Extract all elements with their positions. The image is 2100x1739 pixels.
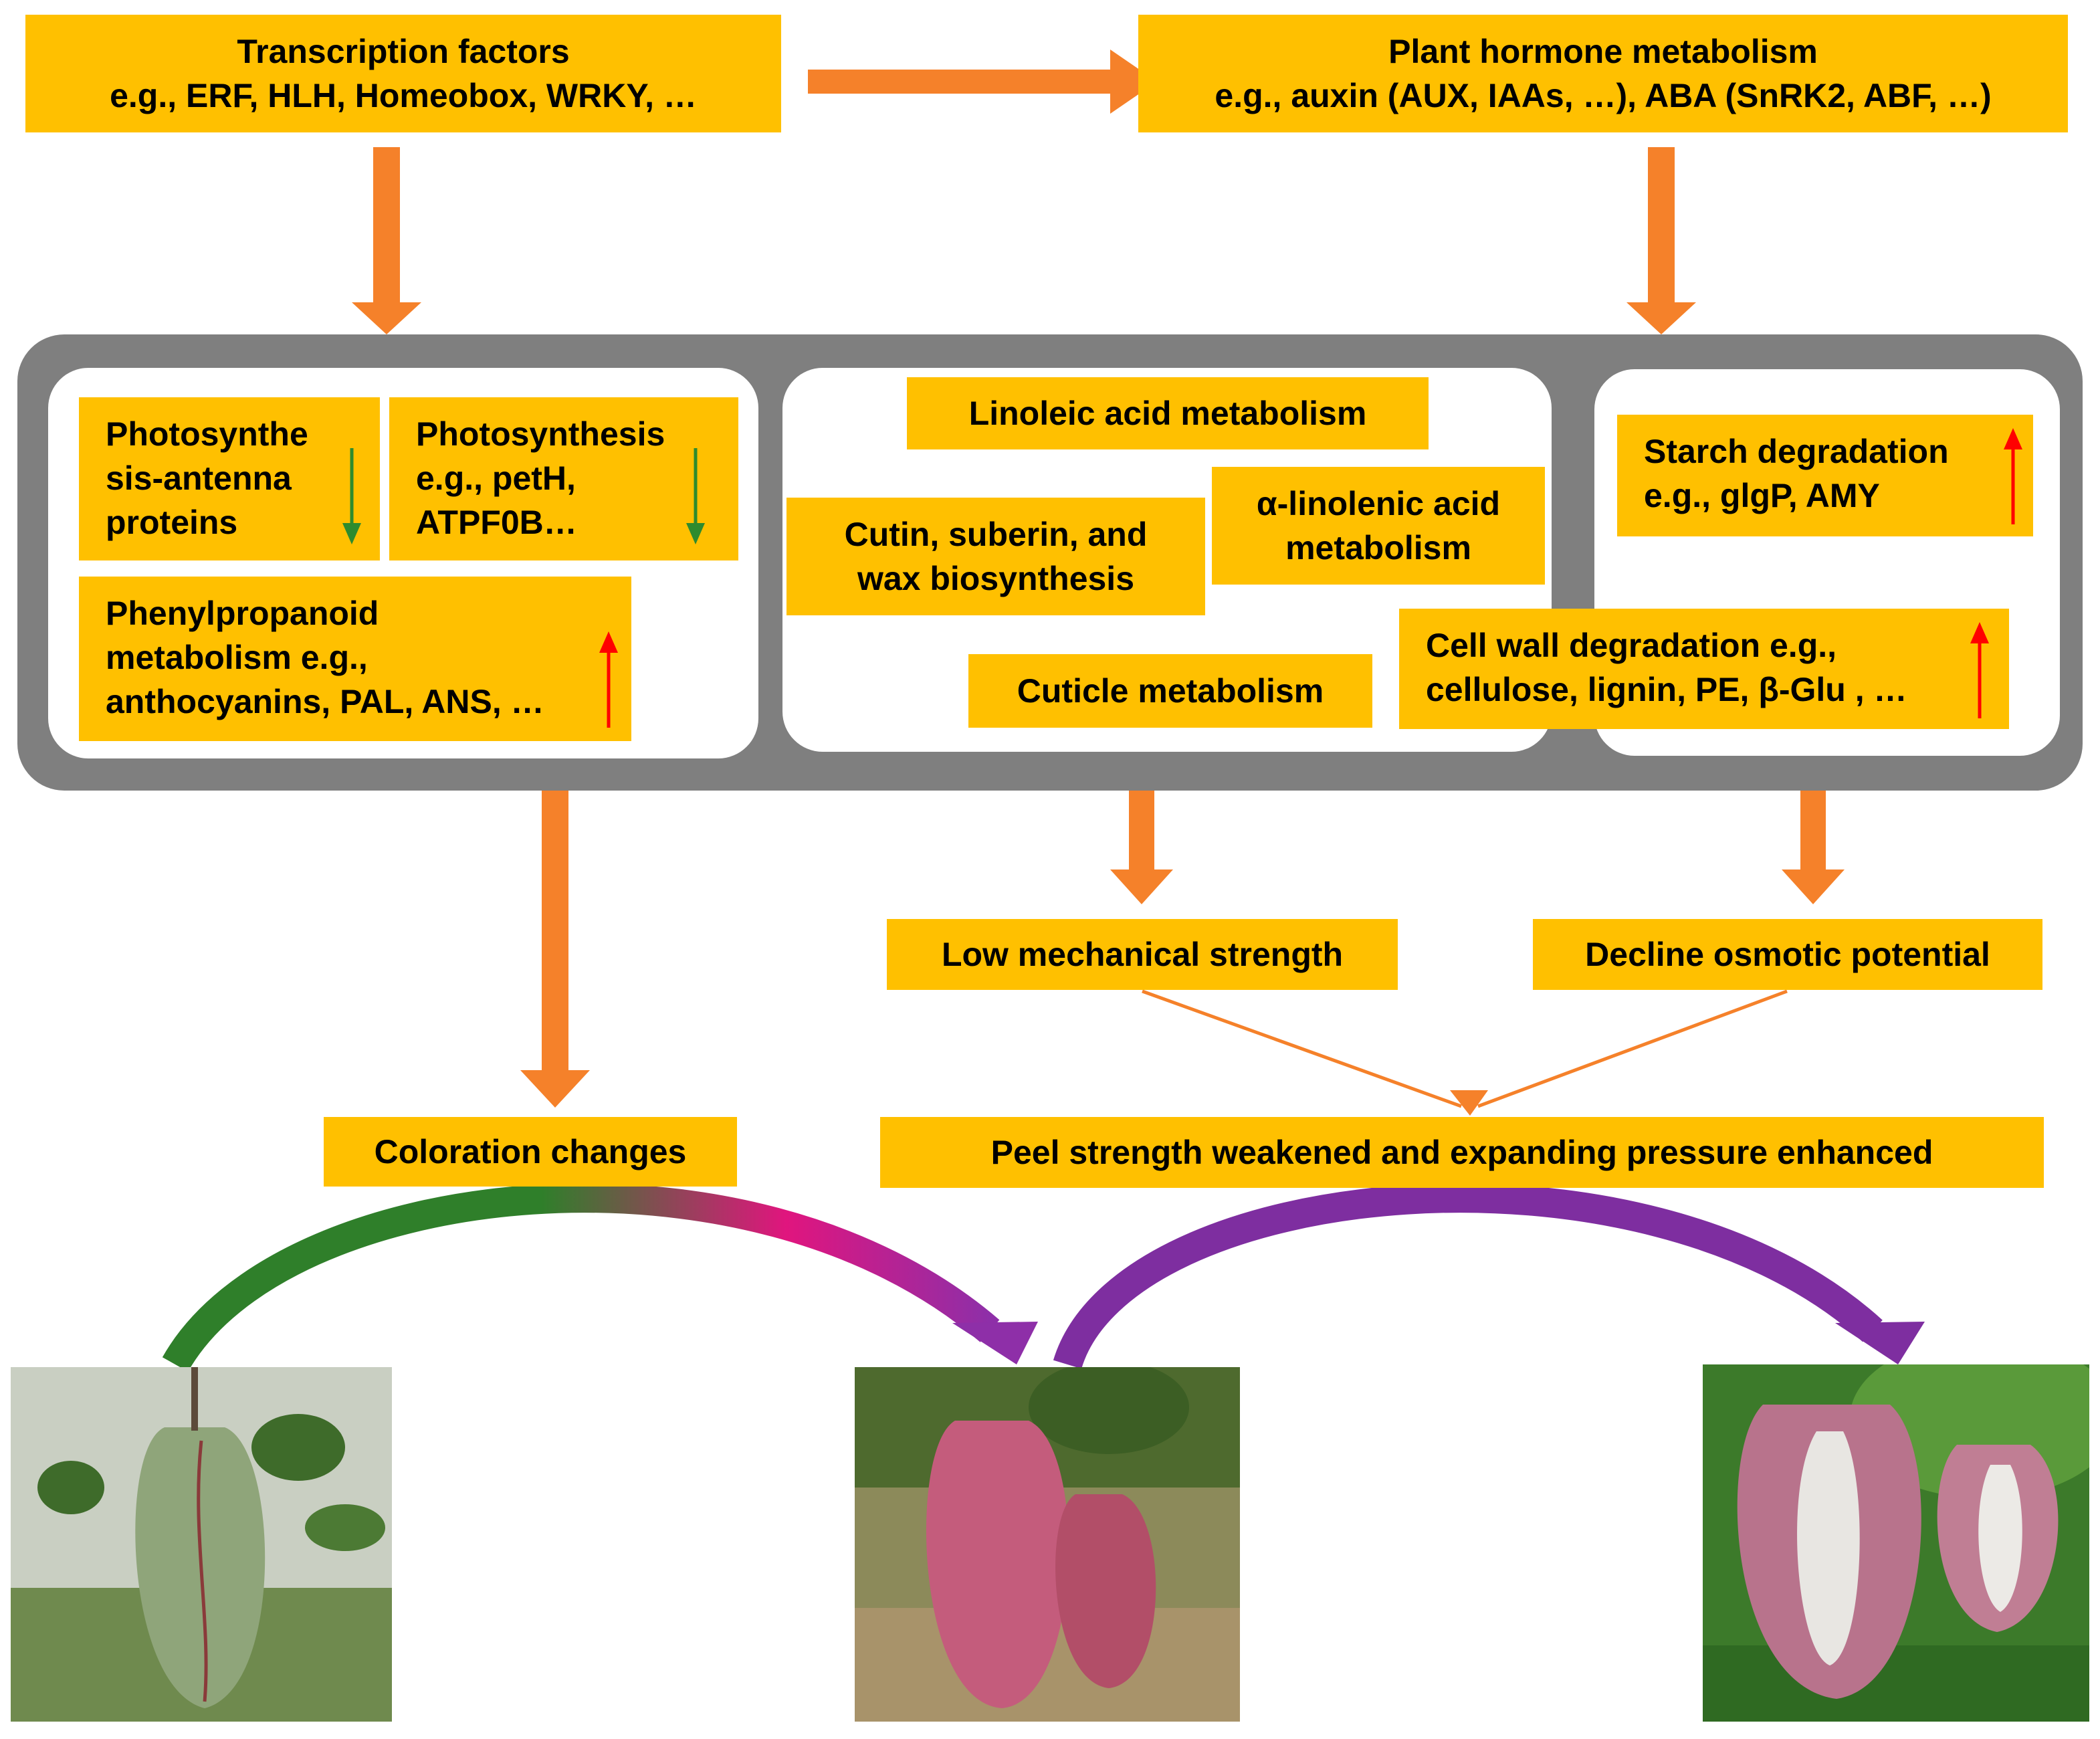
box-cell-wall-degradation: Cell wall degradation e.g., cellulose, l… [1399,609,2009,729]
hormone-examples: e.g., auxin (AUX, IAAs, …), ABA (SnRK2, … [1215,77,1992,114]
up-arrow-icon [2004,428,2022,524]
up-arrow-icon [1970,622,1989,718]
box-transcription-factors: Transcription factors e.g., ERF, HLH, Ho… [25,15,781,132]
osmotic-label: Decline osmotic potential [1585,936,1990,973]
arrow-hormone-down [1626,147,1696,334]
pink-fruit-illustration [855,1367,1240,1722]
arrow-tf-down [352,147,421,334]
tf-examples: e.g., ERF, HLH, Homeobox, WRKY, … [110,77,697,114]
cutin-line-1: Cutin, suberin, and [844,516,1148,553]
arrow-to-coloration [520,766,590,1108]
antenna-line-3: proteins [106,504,238,541]
green-fruit-illustration [11,1367,392,1722]
box-alpha-linolenic: α-linolenic acid metabolism [1212,467,1545,585]
alpha-line-1: α-linolenic acid [1256,485,1501,522]
cellwall-line-2: cellulose, lignin, PE, β-Glu , … [1426,671,1907,708]
antenna-line-1: Photosynthe [106,415,308,453]
arrow-converge-to-peel [1142,989,1788,1108]
cuticle-label: Cuticle metabolism [1017,672,1324,710]
box-linoleic-acid: Linoleic acid metabolism [907,377,1429,449]
curve-stage2-to-stage3 [1053,1183,1883,1369]
photo-line-3: ATPF0B… [416,504,577,541]
open-fruit-illustration [1703,1364,2089,1722]
mechanical-label: Low mechanical strength [941,936,1344,973]
fruit-photo-stage2 [855,1367,1240,1722]
down-arrow-icon [342,448,361,544]
phenyl-line-2: metabolism e.g., [106,639,368,676]
peel-label: Peel strength weakened and expanding pre… [990,1134,1933,1171]
box-cuticle-metabolism: Cuticle metabolism [968,654,1372,728]
antenna-line-2: sis-antenna [106,459,292,497]
fruit-photo-stage1 [11,1367,392,1722]
fruit-photo-stage3 [1703,1364,2089,1722]
box-starch-degradation: Starch degradation e.g., glgP, AMY [1617,415,2033,536]
box-coloration-changes: Coloration changes [324,1117,737,1187]
hormone-title: Plant hormone metabolism [1388,33,1818,70]
coloration-label: Coloration changes [374,1133,687,1170]
starch-line-1: Starch degradation [1644,433,1949,470]
box-low-mechanical-strength: Low mechanical strength [887,919,1398,990]
cutin-line-2: wax biosynthesis [857,560,1135,597]
box-cutin-suberin-wax: Cutin, suberin, and wax biosynthesis [786,498,1205,615]
box-plant-hormone: Plant hormone metabolism e.g., auxin (AU… [1138,15,2068,132]
starch-line-2: e.g., glgP, AMY [1644,477,1880,514]
down-arrow-icon [686,448,705,544]
photo-line-2: e.g., petH, [416,459,576,497]
phenyl-line-1: Phenylpropanoid [106,595,379,632]
arrow-tf-to-hormone [808,49,1157,114]
box-peel-strength: Peel strength weakened and expanding pre… [880,1117,2044,1188]
photo-line-1: Photosynthesis [416,415,665,453]
tf-title: Transcription factors [237,33,570,70]
curve1-arrowhead [952,1322,1038,1364]
curve-stage1-to-stage2 [162,1183,1000,1372]
linoleic-label: Linoleic acid metabolism [968,395,1367,432]
curve2-arrowhead [1835,1322,1925,1364]
box-decline-osmotic-potential: Decline osmotic potential [1533,919,2042,990]
up-arrow-icon [599,631,618,728]
alpha-line-2: metabolism [1285,529,1471,567]
phenyl-line-3: anthocyanins, PAL, ANS, … [106,683,544,720]
box-phenylpropanoid: Phenylpropanoid metabolism e.g., anthocy… [79,577,631,741]
cellwall-line-1: Cell wall degradation e.g., [1426,627,1837,664]
converge-arrowhead [1450,1090,1488,1116]
box-photosynthesis: Photosynthesis e.g., petH, ATPF0B… [389,397,738,560]
box-photosynthesis-antenna: Photosynthe sis-antenna proteins [79,397,380,560]
